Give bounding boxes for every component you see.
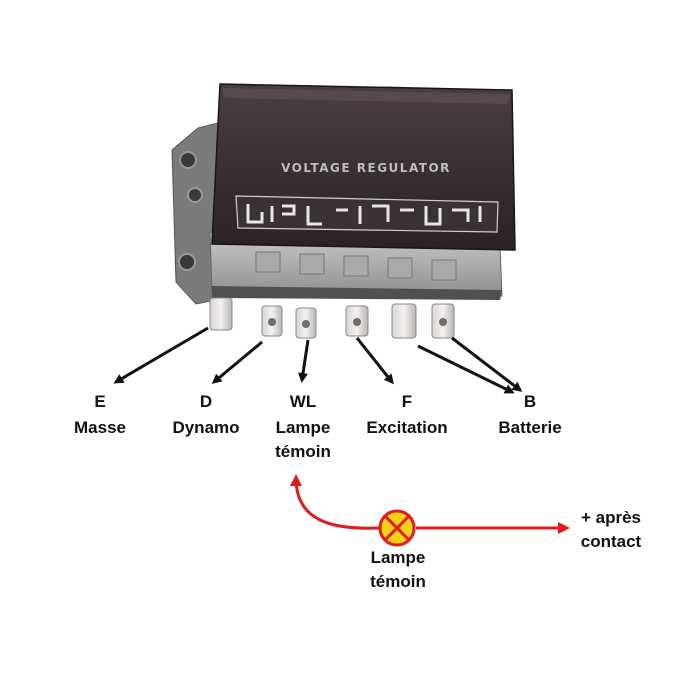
terminal-block-4	[387, 257, 413, 279]
spade-terminal-b2	[431, 303, 455, 339]
terminal-name-wl-line2: témoin	[275, 442, 331, 461]
terminal-letter-strip	[235, 195, 499, 233]
supply-label-line2: contact	[580, 532, 642, 551]
terminal-block-3	[343, 255, 369, 277]
mounting-hole-bottom	[178, 253, 196, 271]
mounting-hole-top	[179, 151, 197, 169]
mounting-hole-middle	[187, 187, 203, 203]
terminal-code-e: E	[94, 392, 106, 411]
spade-terminal-d	[261, 305, 283, 337]
cover-top-highlight	[222, 88, 510, 104]
supply-label-line1: + après	[580, 508, 641, 527]
terminal-name-e: Masse	[74, 418, 126, 437]
arrow-to-b-1	[417, 344, 515, 394]
terminal-name-wl: Lampe	[275, 418, 331, 437]
spade-terminal-b1	[391, 303, 417, 339]
terminal-strip-pattern	[246, 204, 482, 226]
base-lower-edge	[212, 286, 502, 300]
arrow-to-d	[211, 340, 263, 384]
terminal-code-d: D	[199, 392, 213, 411]
arrow-to-f	[355, 337, 394, 385]
voltage-regulator: VOLTAGE REGULATOR	[171, 83, 516, 339]
spade-terminal-wl	[295, 307, 317, 339]
terminal-name-b: Batterie	[498, 418, 562, 437]
terminal-block-5	[431, 259, 457, 281]
wire-lamp-to-wl	[290, 474, 380, 530]
case-label: VOLTAGE REGULATOR	[281, 161, 451, 175]
terminal-code-b: B	[523, 392, 537, 411]
spade-terminal-e	[209, 297, 233, 331]
arrow-to-b-2	[451, 336, 523, 392]
lamp-wiring	[290, 474, 570, 534]
terminal-name-d: Dynamo	[172, 418, 240, 437]
terminal-arrows	[113, 326, 523, 394]
terminal-code-wl: WL	[289, 392, 317, 411]
terminal-code-f: F	[401, 392, 413, 411]
terminal-block-1	[255, 251, 281, 273]
lamp-label-line1: Lampe	[370, 548, 426, 567]
warning-lamp-symbol	[378, 509, 416, 547]
arrow-to-wl	[298, 339, 310, 383]
terminal-name-f: Excitation	[366, 418, 448, 437]
arrow-to-e	[113, 326, 209, 384]
lamp-label-line2: témoin	[370, 572, 426, 591]
spade-terminal-f	[345, 305, 369, 337]
terminal-block-2	[299, 253, 325, 275]
